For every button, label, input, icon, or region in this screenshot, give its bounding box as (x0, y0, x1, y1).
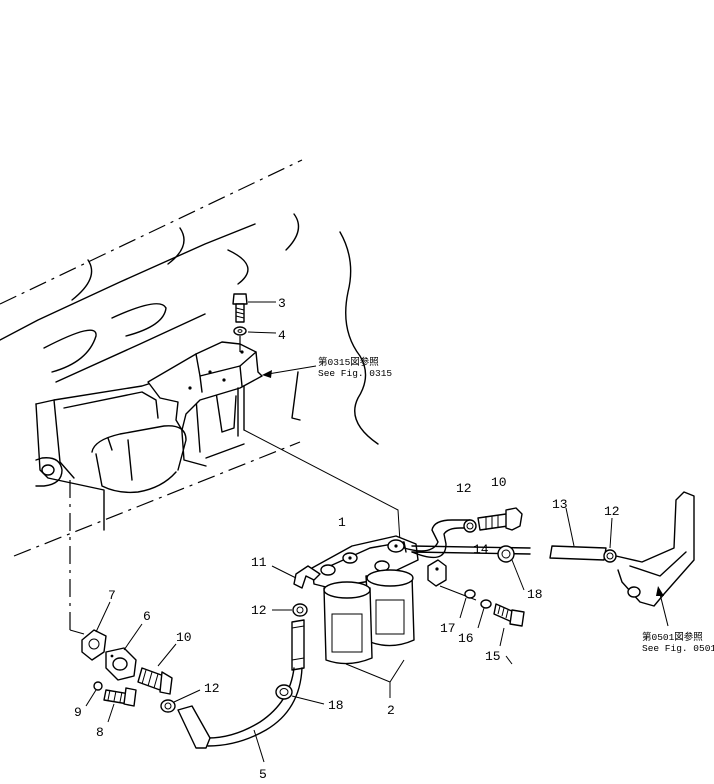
callout-12-mid: 12 (251, 603, 267, 618)
callout-2: 2 (387, 703, 395, 718)
washer-4 (233, 326, 247, 336)
callout-12-top: 12 (456, 481, 472, 496)
callout-18-left: 18 (328, 698, 344, 713)
bolt-3 (232, 293, 248, 323)
elbow-11 (271, 565, 321, 589)
filter-bracket (147, 341, 263, 437)
callout-7: 7 (108, 588, 116, 603)
clamp-12-left (160, 689, 201, 713)
callout-labels: 3 4 1 11 12 2 18 5 7 6 10 12 9 8 12 10 1… (74, 296, 620, 782)
clamp-12-mid (272, 603, 308, 617)
bolt-15 (493, 603, 525, 665)
callout-1: 1 (338, 515, 346, 530)
ref-0315-jp: 第0315図参照 (318, 356, 379, 368)
figure-reference-0315: 第0315図参照 See Fig. 0315 (318, 356, 392, 379)
gasket-7 (81, 601, 111, 661)
callout-18-right: 18 (527, 587, 543, 602)
callout-9: 9 (74, 705, 82, 720)
callout-14: 14 (473, 542, 489, 557)
callout-13: 13 (552, 497, 568, 512)
callout-5: 5 (259, 767, 267, 779)
callout-16: 16 (458, 631, 474, 646)
callout-15: 15 (485, 649, 501, 664)
callout-4: 4 (278, 328, 286, 343)
clamp-12-top (463, 519, 477, 533)
callout-10-left: 10 (176, 630, 192, 645)
callout-12-right: 12 (604, 504, 620, 519)
ref-0501-jp: 第0501図参照 (642, 631, 703, 643)
bolt-8 (103, 687, 137, 723)
ref-0315-en: See Fig. 0315 (318, 368, 392, 379)
washer-16 (477, 599, 492, 629)
clamp-12-right (603, 517, 617, 563)
callout-17: 17 (440, 621, 456, 636)
ref-0315-arrow (262, 365, 317, 378)
pipe-0501 (615, 491, 695, 627)
connector-10-left (137, 643, 177, 695)
washer-17 (459, 589, 476, 619)
hose-5 (177, 619, 305, 763)
callout-11: 11 (251, 555, 267, 570)
flange-6 (105, 623, 143, 681)
figure-reference-0501: 第0501図参照 See Fig. 0501 (642, 631, 714, 654)
clamp-18-left (275, 684, 325, 705)
callout-6: 6 (143, 609, 151, 624)
callout-8: 8 (96, 725, 104, 740)
hose-13 (549, 507, 607, 561)
callout-3: 3 (278, 296, 286, 311)
washer-9 (85, 681, 103, 707)
callout-10-top: 10 (491, 475, 507, 490)
clamp-18-right (497, 545, 525, 591)
ref-0501-en: See Fig. 0501 (642, 643, 714, 654)
callout-12-left: 12 (204, 681, 220, 696)
filter-cartridges-2 (323, 569, 415, 665)
connector-10-top (477, 507, 523, 531)
filter-head-1 (311, 535, 419, 589)
engine-block (0, 159, 379, 557)
